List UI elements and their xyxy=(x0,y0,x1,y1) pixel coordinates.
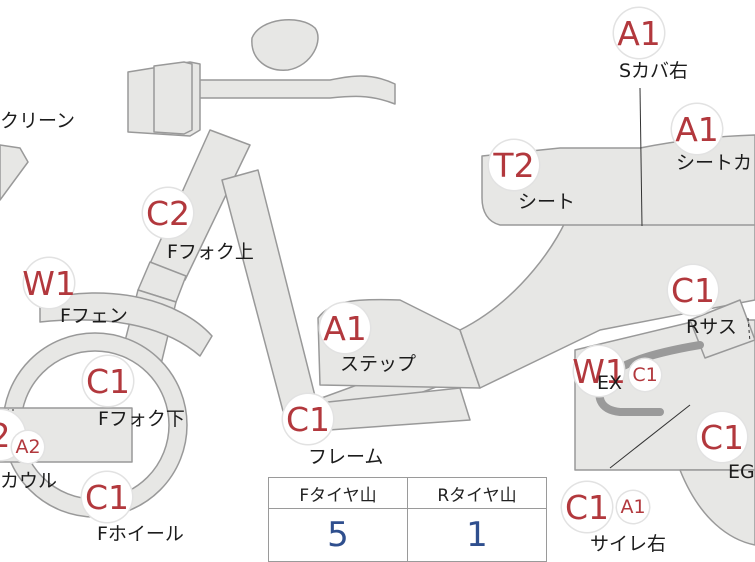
front-tire-header: Fタイヤ山 xyxy=(268,477,408,509)
label-front-fender: Fフェン xyxy=(60,305,128,327)
label-muffler: サイレ右 xyxy=(590,533,667,555)
code-badge-sc-right: A1 xyxy=(614,8,664,58)
code-badge-muffler: C1 xyxy=(562,482,612,532)
rear-tire-value: 1 xyxy=(407,508,547,562)
label-sc-right: Sカバ右 xyxy=(619,60,689,82)
body-part xyxy=(459,199,755,389)
code-badge-ex: W1 xyxy=(572,346,626,396)
label-front-cowl: カウル xyxy=(0,470,58,492)
mirror-part xyxy=(251,18,319,71)
code-badge-ex-sub: C1 xyxy=(629,359,661,391)
code-badge-front-cowl: A2 xyxy=(12,431,44,463)
tire-tread-table: Fタイヤ山 Rタイヤ山 5 1 xyxy=(268,477,547,562)
code-badge-step: A1 xyxy=(320,303,370,353)
handlebar-part xyxy=(169,75,396,105)
code-badge-fork-lower: C1 xyxy=(83,356,133,406)
code-badge-front-wheel: C1 xyxy=(82,472,132,522)
label-front-wheel: Fホイール xyxy=(97,523,184,545)
front-tire-value: 5 xyxy=(268,508,408,562)
code-badge-front-fender: W1 xyxy=(22,258,76,308)
code-badge-fork-upper: C2 xyxy=(143,188,193,238)
label-screen: クリーン xyxy=(0,110,76,132)
label-seat: シート xyxy=(518,191,576,213)
label-fork-lower: Fフォク下 xyxy=(98,408,185,430)
label-seat-cover: シートカ xyxy=(676,152,753,174)
front-fender-part xyxy=(39,292,213,357)
label-frame: フレーム xyxy=(308,446,384,468)
rear-tire-header: Rタイヤ山 xyxy=(407,477,547,509)
code-badge-muffler-sub: A1 xyxy=(617,491,649,523)
code-badge-seat: T2 xyxy=(489,140,539,190)
label-fork-upper: Fフォク上 xyxy=(167,241,254,263)
code-badge-eg: C1 xyxy=(697,412,747,462)
label-step: ステップ xyxy=(340,353,417,375)
label-eg: EG xyxy=(728,461,755,483)
code-badge-seat-cover: A1 xyxy=(672,104,722,154)
code-badge-frame: C1 xyxy=(283,394,333,444)
label-ex: EX xyxy=(597,372,623,394)
label-rear-sus: Rサス xyxy=(686,316,737,338)
front-screen-part xyxy=(0,144,29,201)
code-badge-rear-sus: C1 xyxy=(668,265,718,315)
